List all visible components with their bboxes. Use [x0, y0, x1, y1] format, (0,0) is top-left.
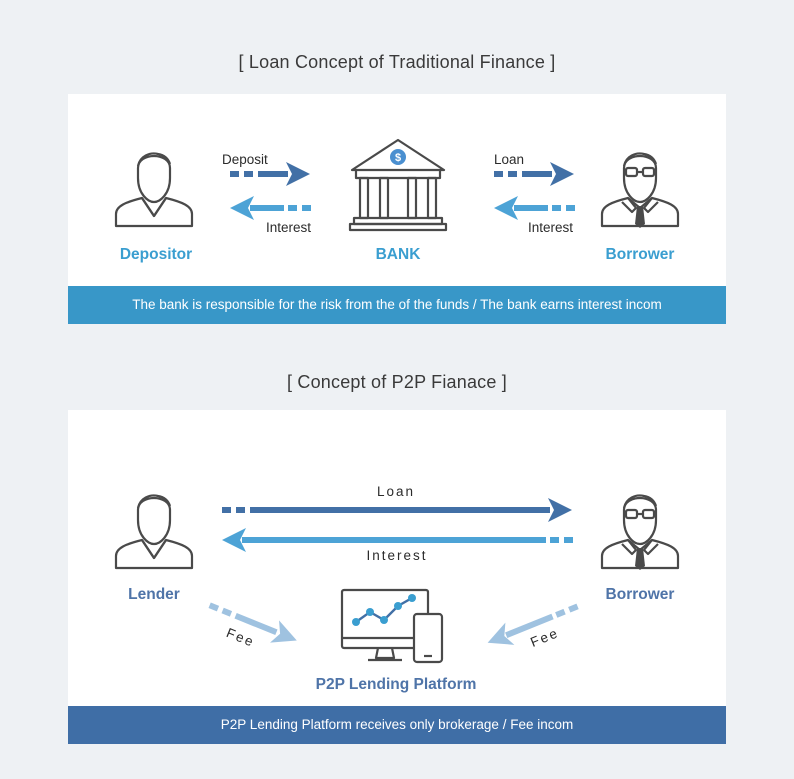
p2p-loan-arrow-icon [222, 498, 572, 522]
borrower-label-2: Borrower [605, 586, 675, 603]
monitor-chart-icon [340, 588, 444, 664]
fee-arrow-left-icon [208, 602, 297, 643]
borrower-businessman-icon-2 [600, 494, 680, 570]
interest-left-label: Interest [266, 220, 312, 235]
deposit-arrow-icon [230, 162, 310, 186]
loan-arrow-icon [494, 162, 574, 186]
deposit-label: Deposit [222, 152, 268, 167]
bank-icon: $ [348, 138, 448, 232]
traditional-finance-banner: The bank is responsible for the risk fro… [68, 286, 726, 324]
interest-arrow-right-icon [494, 196, 575, 220]
loan-label-2: Loan [376, 484, 416, 499]
depositor-person-icon [114, 152, 194, 228]
p2p-finance-banner: P2P Lending Platform receives only broke… [68, 706, 726, 744]
section1-title: [ Loan Concept of Traditional Finance ] [238, 52, 556, 72]
interest-label-2: Interest [366, 548, 428, 563]
p2p-finance-panel [68, 410, 726, 706]
fee-arrow-right-icon [487, 603, 579, 645]
lender-label: Lender [128, 586, 180, 603]
section2-title: [ Concept of P2P Fianace ] [287, 372, 507, 392]
depositor-label: Depositor [119, 246, 193, 263]
bank-label: BANK [375, 246, 421, 263]
lender-person-icon [114, 494, 194, 570]
traditional-finance-panel [68, 94, 726, 286]
interest-arrow-left-icon [230, 196, 311, 220]
borrower-label-1: Borrower [605, 246, 675, 263]
borrower-businessman-icon [600, 152, 680, 228]
svg-text:$: $ [395, 152, 401, 164]
loan-label-1: Loan [494, 152, 525, 167]
p2p-interest-arrow-icon [222, 528, 573, 552]
interest-right-label: Interest [528, 220, 574, 235]
platform-label: P2P Lending Platform [315, 676, 477, 693]
